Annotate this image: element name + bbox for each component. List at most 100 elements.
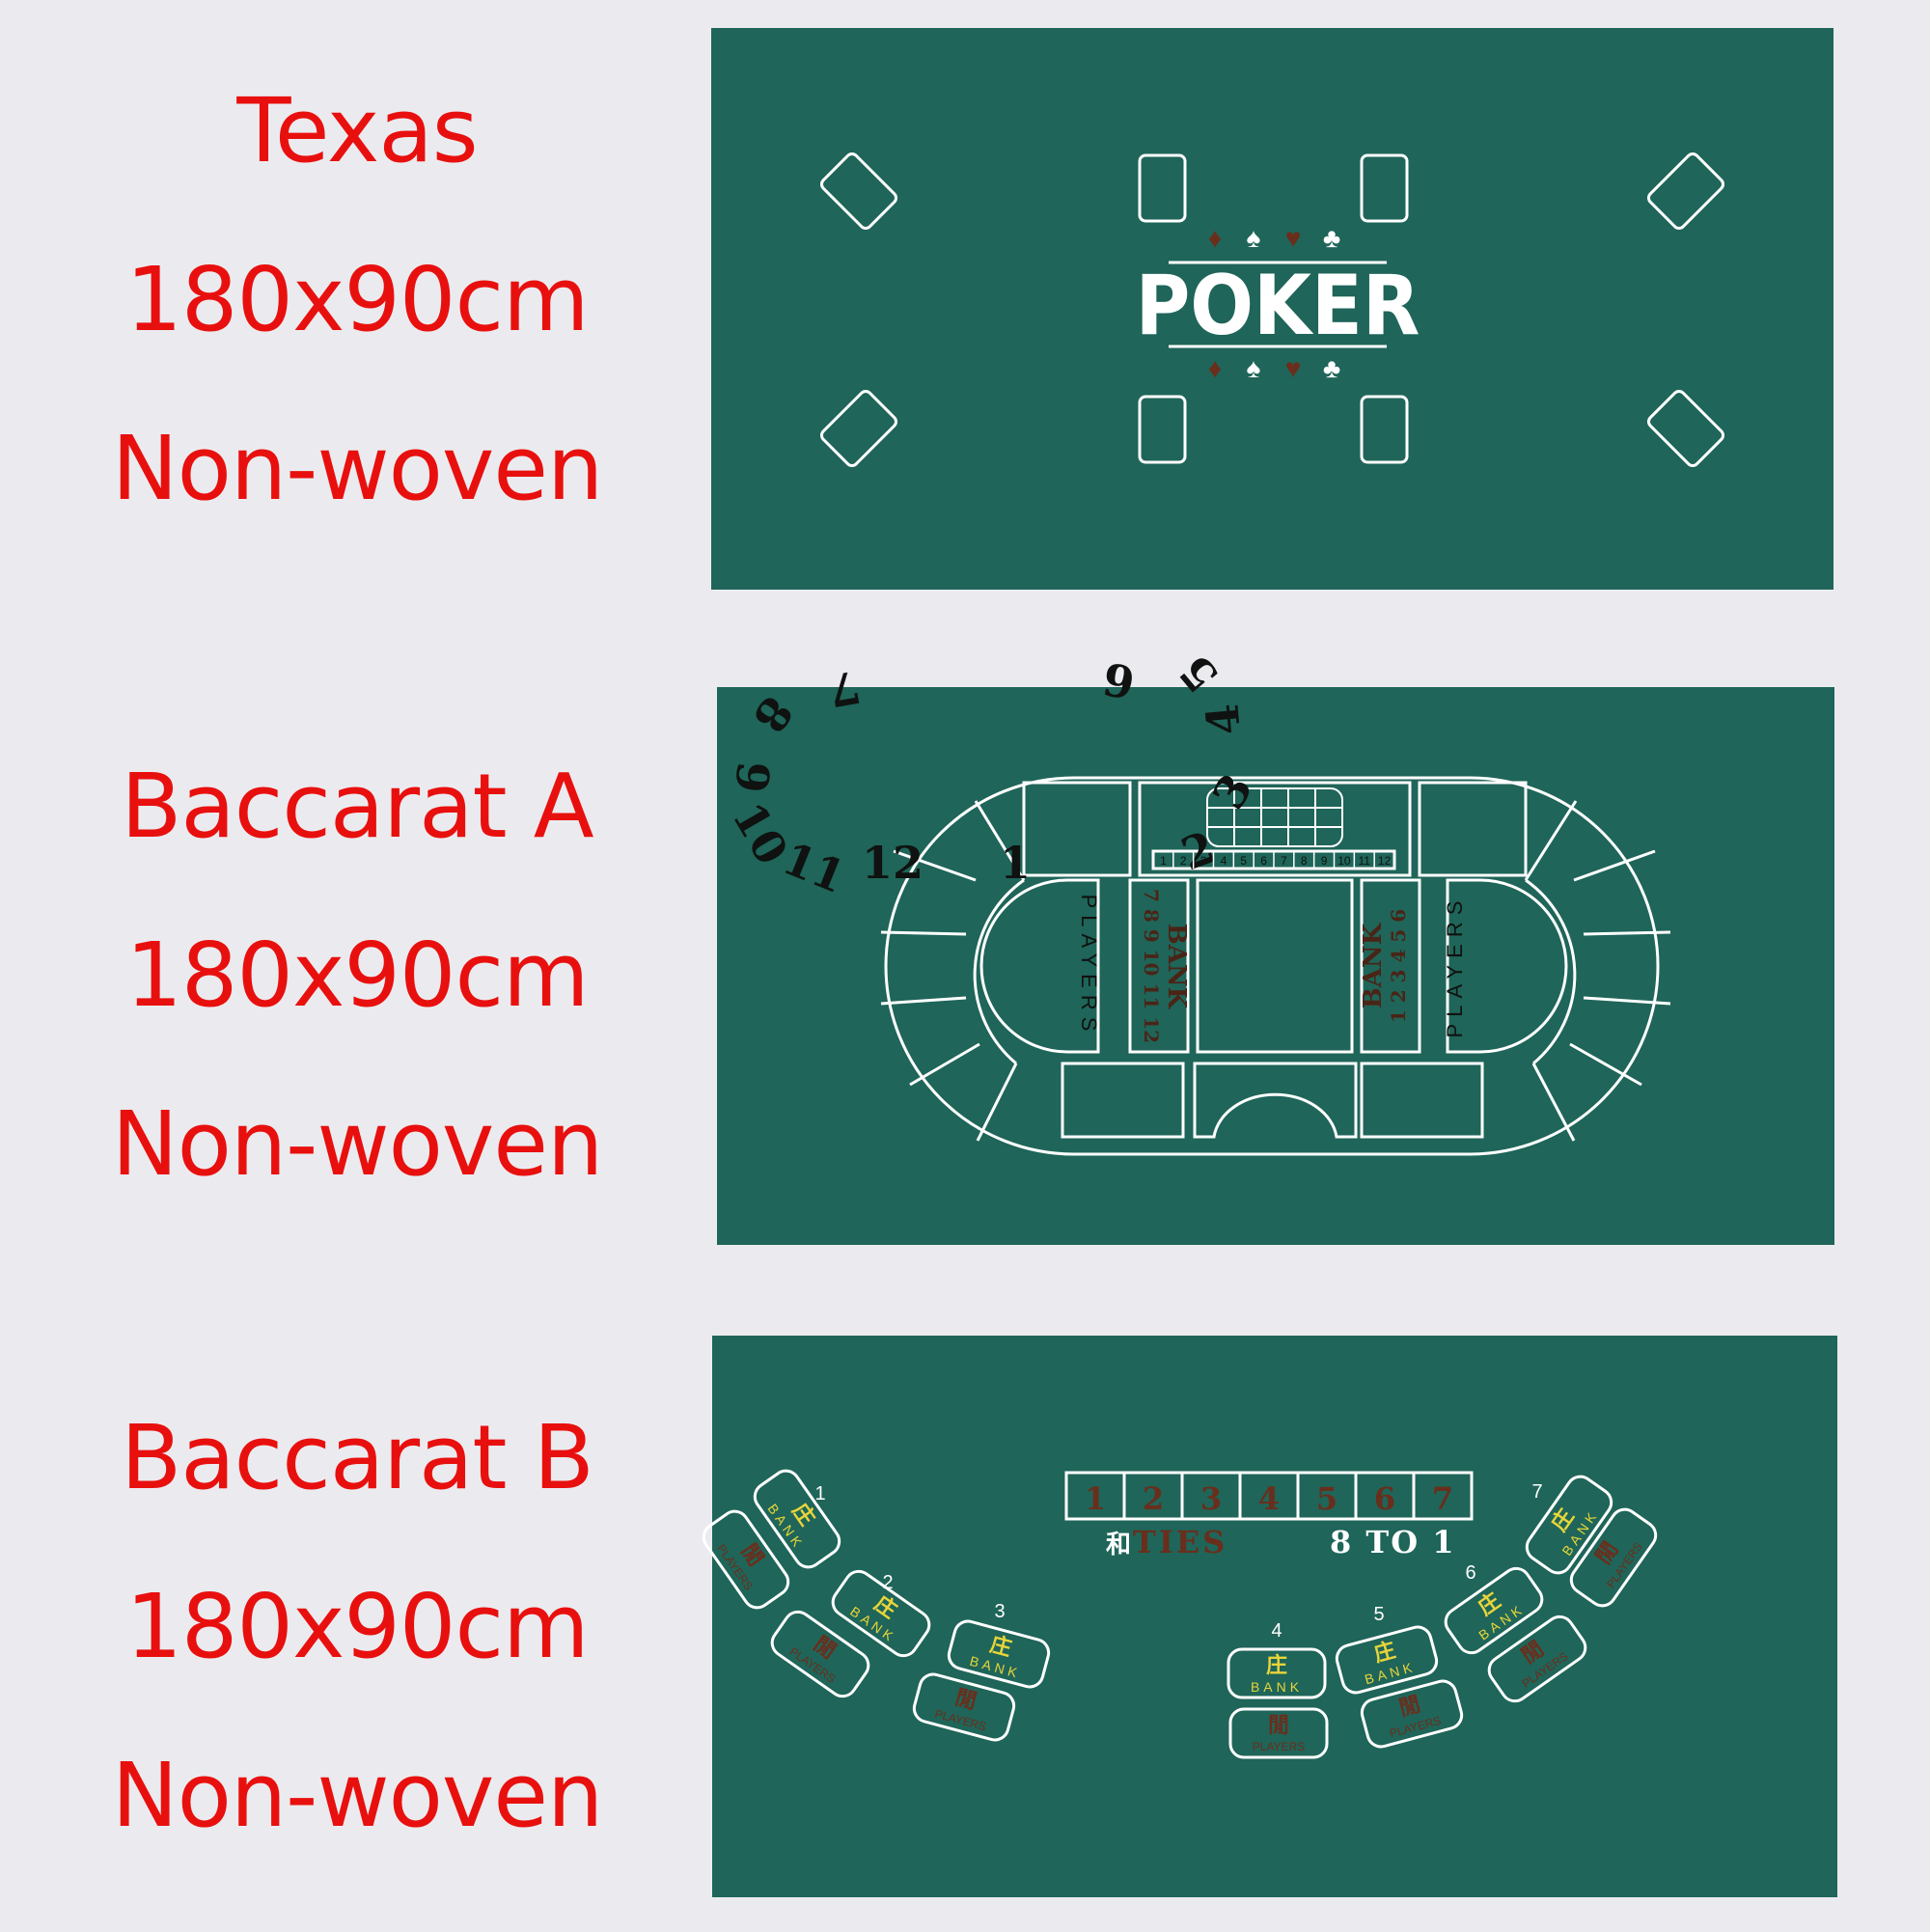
bank-box-left	[1128, 878, 1190, 1054]
player-box	[702, 1509, 790, 1610]
bank-box	[831, 1569, 931, 1658]
strip-number: 5	[1240, 854, 1247, 868]
tie-number: 2	[1143, 1480, 1164, 1517]
card-box	[1138, 153, 1187, 223]
strip-number: 10	[1337, 854, 1351, 868]
seat-number: 3	[994, 1601, 1005, 1622]
strip-number: 9	[1321, 854, 1328, 868]
strip-number: 8	[1301, 854, 1308, 868]
players-area-left	[979, 878, 1100, 1054]
bank-box	[1335, 1625, 1439, 1695]
player-box	[1569, 1507, 1658, 1608]
seat-box	[1418, 781, 1528, 877]
club-icon: ♣	[1323, 223, 1340, 253]
bank-han: 庄	[987, 1632, 1014, 1662]
bank-label-left: BANK	[1162, 924, 1191, 1010]
seat-number: 7	[825, 660, 865, 717]
texas-caption: Texas 180x90cm Non-woven	[0, 46, 714, 553]
tie-number: 5	[1316, 1480, 1337, 1517]
seat-number: 7	[1531, 1481, 1542, 1503]
product-size: 180x90cm	[125, 248, 589, 351]
seat-number: 5	[1169, 645, 1228, 702]
suit-icons-top: ♦ ♠ ♥ ♣	[1208, 223, 1340, 253]
poker-logo: ♦ ♠ ♥ ♣ POKER ♦ ♠ ♥ ♣	[1136, 223, 1420, 383]
bank-han: 庄	[1266, 1653, 1287, 1678]
diamond-icon: ♦	[1208, 223, 1222, 253]
bank-box	[753, 1469, 841, 1569]
strip-number: 7	[1281, 854, 1287, 868]
club-icon: ♣	[1323, 353, 1340, 383]
players-area-right	[1446, 878, 1568, 1054]
product-name: Texas	[236, 79, 478, 182]
seat-number: 2	[882, 1572, 893, 1593]
players-han: 閒	[1268, 1713, 1289, 1738]
seat-number: 6	[1099, 652, 1139, 709]
player-box	[1360, 1679, 1464, 1749]
dealer-center	[1196, 878, 1354, 1054]
texas-mat-image: ♦ ♠ ♥ ♣ POKER ♦ ♠ ♥ ♣	[711, 28, 1834, 590]
product-name: Baccarat A	[121, 755, 593, 858]
strip-number: 4	[1221, 854, 1227, 868]
bank-label: BANK	[1251, 1679, 1303, 1695]
baccarat-a-caption: Baccarat A 180x90cm Non-woven	[0, 722, 714, 1228]
card-box	[1138, 395, 1187, 464]
chip-rack	[1206, 787, 1343, 847]
player-positions: 庄BANK閒PLAYERS1庄BANK閒PLAYERS2庄BANK閒PLAYER…	[702, 1469, 1658, 1759]
product-size: 180x90cm	[125, 1575, 589, 1678]
card-box	[819, 152, 898, 231]
dealer-notch	[1193, 1062, 1358, 1139]
seat-number: 8	[743, 687, 804, 742]
diamond-icon: ♦	[1208, 353, 1222, 383]
bank-label-right: BANK	[1359, 922, 1388, 1008]
seat-box	[1061, 1062, 1185, 1139]
strip-number: 2	[1180, 854, 1187, 868]
heart-icon: ♥	[1285, 223, 1302, 253]
bank-box	[1444, 1566, 1544, 1655]
seat-number: 12	[862, 837, 924, 889]
product-name: Baccarat B	[121, 1406, 594, 1509]
bank-numbers-left: 7 8 9 10 11 12	[1140, 889, 1163, 1043]
player-box	[912, 1672, 1016, 1742]
card-box	[1360, 395, 1409, 464]
seat-dividers	[880, 800, 1671, 1142]
bank-box-right	[1360, 878, 1421, 1054]
seat-box	[1022, 781, 1132, 877]
spade-icon: ♠	[1247, 223, 1261, 253]
ties-odds: 8 TO 1	[1330, 1524, 1456, 1560]
poker-title: POKER	[1136, 258, 1420, 354]
product-size: 180x90cm	[125, 924, 589, 1027]
seat-number: 2	[1174, 821, 1222, 881]
ties-label: TIES	[1133, 1524, 1227, 1560]
texas-layout: ♦ ♠ ♥ ♣ POKER ♦ ♠ ♥ ♣	[819, 152, 1725, 468]
strip-number: 12	[1378, 854, 1392, 868]
strip-number: 6	[1260, 854, 1267, 868]
tie-number: 3	[1200, 1480, 1222, 1517]
tie-number: 7	[1432, 1480, 1453, 1517]
ties-box	[1064, 1471, 1474, 1521]
strip-number: 1	[1160, 854, 1167, 868]
bank-box	[1227, 1647, 1327, 1699]
seat-number: 4	[1196, 702, 1251, 737]
seat-number: 6	[1465, 1562, 1475, 1584]
table-outline	[884, 776, 1660, 1156]
seat-box	[1360, 1062, 1484, 1139]
tie-number: 6	[1374, 1480, 1395, 1517]
seat-number: 1	[814, 1483, 825, 1504]
baccarat-b-caption: Baccarat B 180x90cm Non-woven	[0, 1373, 714, 1880]
card-boxes	[819, 152, 1725, 468]
seat-number: 5	[1373, 1604, 1384, 1625]
